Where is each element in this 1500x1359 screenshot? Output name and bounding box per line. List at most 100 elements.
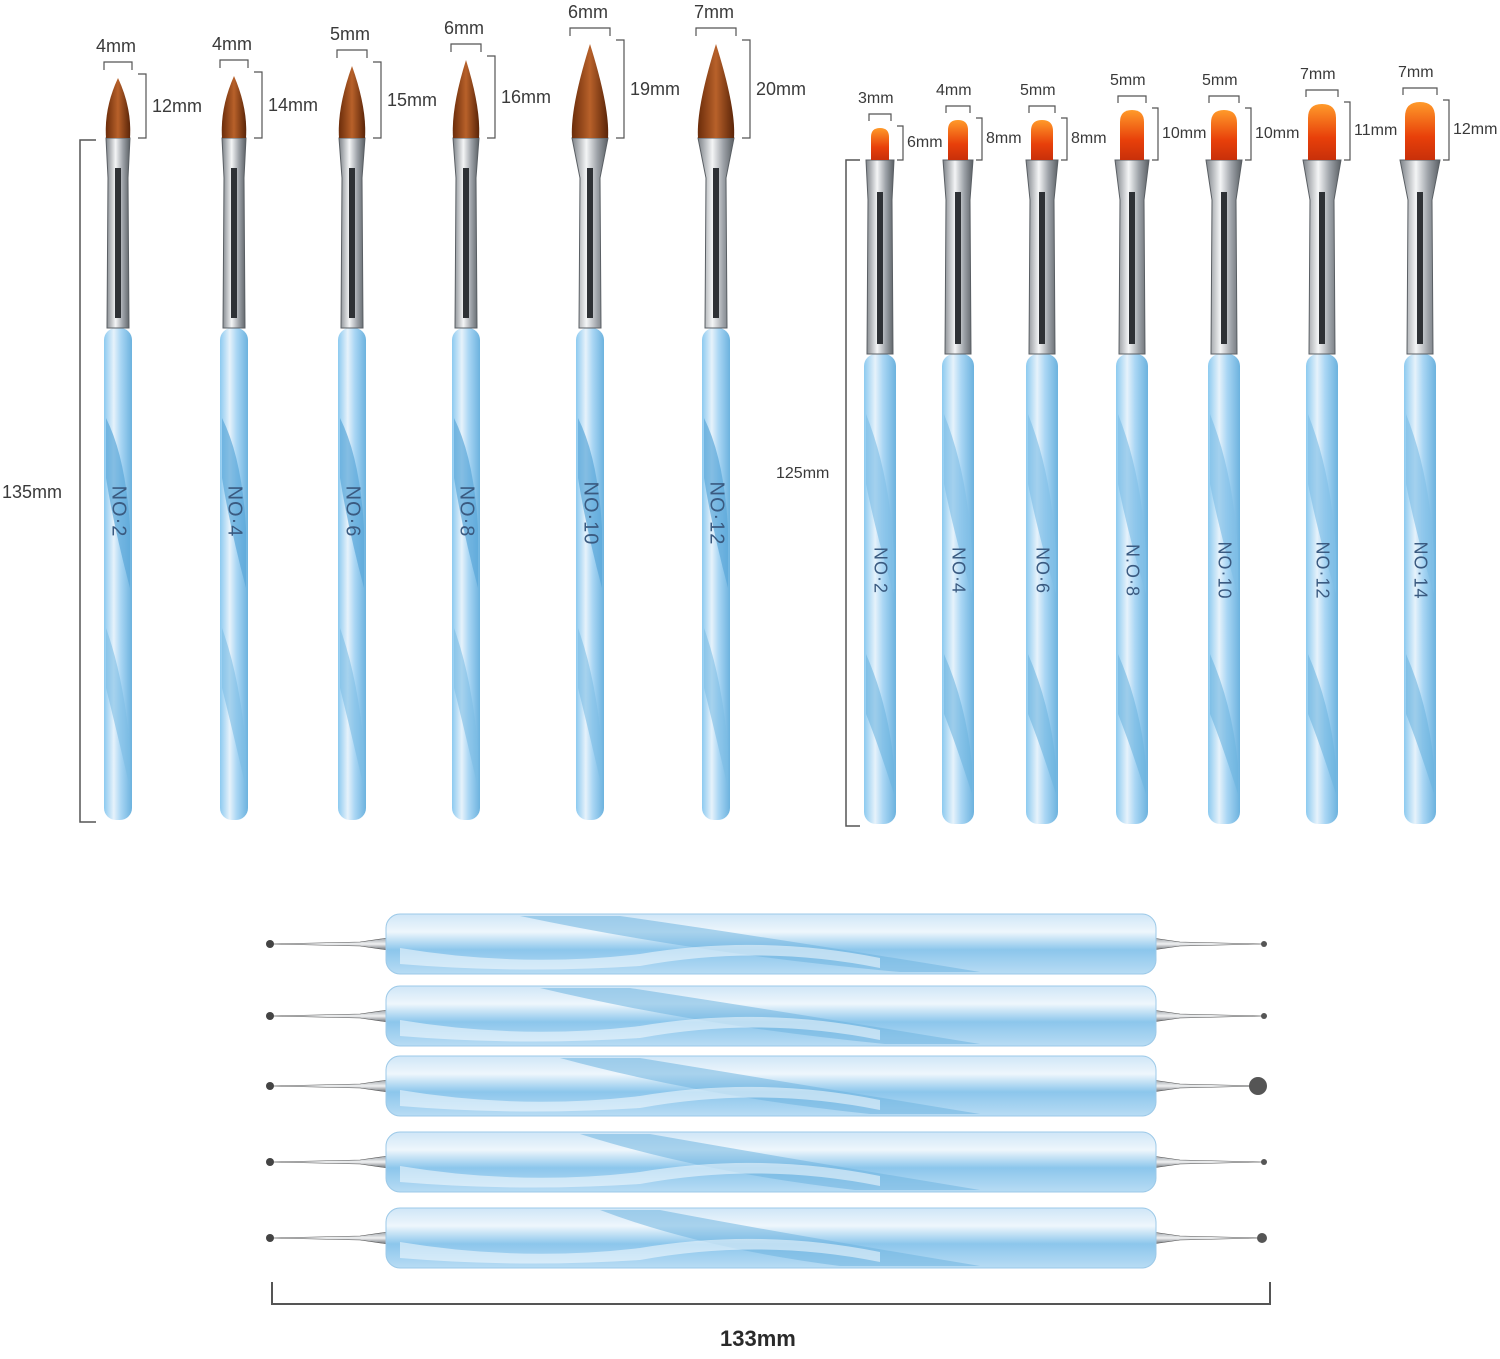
handle-swirl bbox=[400, 1238, 880, 1264]
handle-swirl bbox=[454, 418, 478, 588]
brush-tip-label: 10mm bbox=[1162, 125, 1207, 142]
dotting-length-bracket bbox=[271, 1282, 1271, 1305]
ferrule-shadow bbox=[955, 192, 961, 344]
handle-swirl bbox=[1028, 654, 1056, 794]
ferrule-shadow bbox=[1129, 192, 1135, 344]
dotting-length-label: 133mm bbox=[720, 1326, 796, 1351]
tool-needle-left bbox=[269, 937, 389, 951]
handle-swirl bbox=[222, 628, 246, 788]
flat-brush-6 bbox=[695, 27, 751, 820]
right-length-bracket bbox=[845, 159, 860, 827]
tip-bracket bbox=[1152, 107, 1159, 161]
handle-swirl bbox=[1210, 414, 1238, 594]
brush-number-label: NO·4 bbox=[223, 485, 246, 538]
handle-swirl bbox=[222, 418, 246, 588]
ferrule-shadow bbox=[713, 168, 719, 318]
ferrule-shadow bbox=[1319, 192, 1325, 344]
handle-swirl bbox=[340, 628, 364, 788]
brush-width-label: 5mm bbox=[1020, 82, 1056, 99]
dotting-tool-1 bbox=[266, 913, 1267, 975]
dotting-tool-4 bbox=[266, 1131, 1267, 1193]
ferrule-shadow bbox=[349, 168, 355, 318]
brush-tip-label: 6mm bbox=[907, 134, 943, 151]
flat-brush-3 bbox=[336, 49, 382, 820]
brush-width-label: 5mm bbox=[1202, 72, 1238, 89]
brush-number-label: NO·6 bbox=[341, 485, 364, 538]
tool-needle-right bbox=[1151, 1079, 1265, 1093]
handle-swirl bbox=[340, 418, 364, 588]
tool-needle-left bbox=[269, 1231, 389, 1245]
ball-tip-left bbox=[266, 1158, 274, 1166]
handle-swirl bbox=[944, 414, 972, 594]
tip-bracket bbox=[1443, 99, 1450, 161]
ferrule-shadow bbox=[1417, 192, 1423, 344]
tip-bracket bbox=[138, 73, 147, 139]
handle-swirl bbox=[578, 418, 602, 588]
handle-swirl bbox=[1406, 414, 1434, 594]
tool-needle-left bbox=[269, 1079, 389, 1093]
brush-number-label: NO·12 bbox=[1312, 541, 1333, 600]
handle-swirl bbox=[866, 654, 894, 794]
tip-bracket bbox=[616, 39, 625, 139]
tip-bracket bbox=[976, 117, 983, 161]
brush-bristles bbox=[1405, 102, 1435, 160]
brush-bristles bbox=[221, 76, 247, 138]
width-bracket bbox=[695, 27, 737, 36]
ball-tip-right bbox=[1249, 1077, 1267, 1095]
handle-swirl bbox=[454, 628, 478, 788]
brush-bristles bbox=[1120, 110, 1144, 160]
tip-bracket bbox=[487, 55, 496, 139]
tip-bracket bbox=[1061, 117, 1068, 161]
handle-swirl bbox=[400, 944, 880, 970]
width-bracket bbox=[1305, 89, 1339, 97]
handle-swirl bbox=[400, 1086, 880, 1112]
width-bracket bbox=[219, 59, 249, 68]
brush-bristles bbox=[1211, 110, 1237, 160]
width-bracket bbox=[569, 27, 611, 36]
oval-brush-6 bbox=[1302, 89, 1351, 824]
tool-needle-right bbox=[1151, 1155, 1265, 1169]
brush-bristles bbox=[871, 128, 889, 160]
brush-width-label: 7mm bbox=[1300, 66, 1336, 83]
brush-tip-label: 8mm bbox=[1071, 130, 1107, 147]
tool-needle-left bbox=[269, 1009, 389, 1023]
brush-number-label: NO·10 bbox=[579, 481, 602, 546]
brush-width-label: 4mm bbox=[96, 36, 136, 56]
handle-swirl bbox=[1308, 414, 1336, 594]
flat-brush-2 bbox=[219, 59, 263, 820]
width-bracket bbox=[103, 61, 133, 70]
handle-swirl bbox=[944, 654, 972, 794]
oval-brush-5 bbox=[1205, 95, 1252, 824]
dotting-tool-3 bbox=[266, 1055, 1267, 1117]
width-bracket bbox=[868, 113, 892, 121]
brush-tip-label: 10mm bbox=[1255, 125, 1300, 142]
brush-bristles bbox=[571, 44, 609, 138]
brush-bristles bbox=[338, 66, 366, 138]
brush-width-label: 7mm bbox=[1398, 64, 1434, 81]
ball-tip-right bbox=[1261, 1159, 1267, 1165]
brush-width-label: 5mm bbox=[1110, 72, 1146, 89]
ferrule-shadow bbox=[1039, 192, 1045, 344]
tip-bracket bbox=[373, 61, 382, 139]
handle-swirl bbox=[400, 1016, 880, 1042]
brush-width-label: 7mm bbox=[694, 2, 734, 22]
handle-swirl bbox=[600, 1210, 980, 1266]
ball-tip-left bbox=[266, 1082, 274, 1090]
tool-needle-right bbox=[1151, 937, 1265, 951]
brush-bristles bbox=[1031, 120, 1053, 160]
tip-bracket bbox=[897, 125, 904, 161]
ferrule-shadow bbox=[1221, 192, 1227, 344]
width-bracket bbox=[1117, 95, 1147, 103]
tool-needle-right bbox=[1151, 1009, 1265, 1023]
brush-bristles bbox=[948, 120, 968, 160]
oval-brush-4 bbox=[1114, 95, 1159, 824]
tip-bracket bbox=[742, 39, 751, 139]
flat-brush-5 bbox=[569, 27, 625, 820]
oval-brush-1 bbox=[864, 113, 904, 824]
brush-number-label: NO·8 bbox=[455, 485, 478, 538]
brush-tip-label: 20mm bbox=[756, 79, 807, 99]
flat-brush-1 bbox=[103, 61, 147, 820]
width-bracket bbox=[450, 43, 482, 52]
